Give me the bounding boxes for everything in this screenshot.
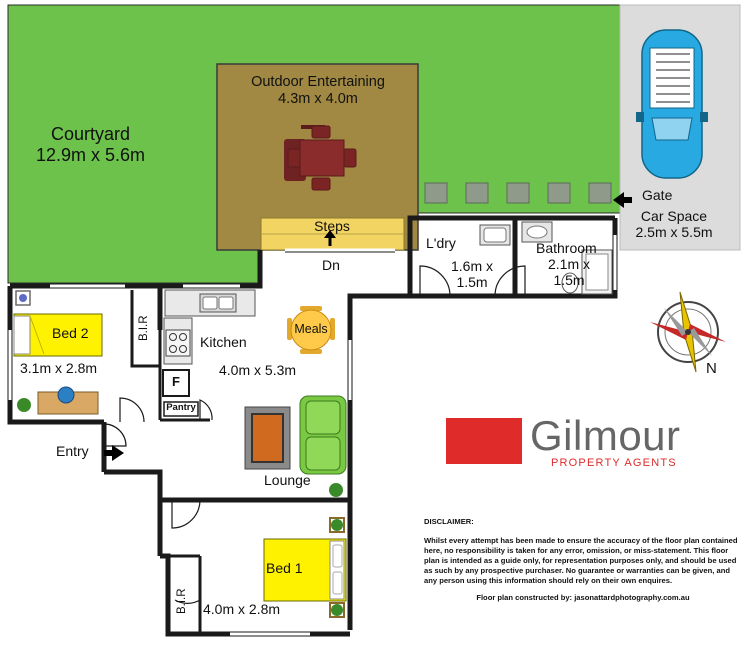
lounge-label: Lounge <box>264 472 311 488</box>
gate-label: Gate <box>642 187 673 203</box>
compass-icon <box>650 291 726 373</box>
windows <box>8 235 617 636</box>
bed-2-name-label: Bed 2 <box>52 325 89 341</box>
steps-label: Steps <box>314 218 350 234</box>
down-label: Dn <box>322 257 340 273</box>
kitchen-name-label: Kitchen <box>200 334 247 350</box>
bed-2-icon <box>13 313 103 357</box>
car-space-label: Car Space 2.5m x 5.5m <box>635 208 713 241</box>
logo-tagline: PROPERTY AGENTS <box>551 457 677 469</box>
gate-arrow-icon <box>613 192 632 208</box>
entry-arrow-icon <box>104 445 124 461</box>
bed-1-name-label: Bed 1 <box>266 560 303 576</box>
plant-icon <box>17 294 343 616</box>
bed-1-size-label: 4.0m x 2.8m <box>203 601 281 617</box>
bed-1-icon <box>263 538 347 602</box>
logo-name: Gilmour <box>530 412 681 459</box>
pantry-label: Pantry <box>166 402 196 413</box>
bathroom-label: Bathroom <box>536 240 597 256</box>
pantry-box <box>163 401 199 417</box>
meals-label: Meals <box>294 322 328 336</box>
bathroom-size-label: 2.1m x 1.5m <box>547 256 590 289</box>
outdoor-entertaining-label: Outdoor Entertaining 4.3m x 4.0m <box>251 74 385 107</box>
pavers <box>424 182 612 204</box>
entry-label: Entry <box>56 443 89 459</box>
bir-top-label: B.I.R <box>138 315 150 341</box>
logo-mark <box>446 418 522 464</box>
outdoor-table-icon <box>284 125 357 191</box>
laundry-name-label: L'dry <box>426 235 456 251</box>
disclaimer: DISCLAIMER: Whilst every attempt has bee… <box>424 517 742 603</box>
house-walls <box>7 215 618 637</box>
bed-2-size-label: 3.1m x 2.8m <box>20 360 98 376</box>
disclaimer-title: DISCLAIMER: <box>424 517 474 526</box>
courtyard-label: Courtyard 12.9m x 5.6m <box>36 124 146 165</box>
disclaimer-credit: Floor plan constructed by: jasonattardph… <box>476 593 690 603</box>
laundry-size-label: 1.6m x 1.5m <box>450 258 493 291</box>
toilet-icon <box>561 272 579 294</box>
disclaimer-body: Whilst every attempt has been made to en… <box>424 536 738 586</box>
sofa-icon <box>299 395 347 475</box>
car-icon <box>636 29 708 179</box>
compass-north-label: N <box>706 360 717 377</box>
kitchen-size-label: 4.0m x 5.3m <box>219 362 297 378</box>
fridge-box <box>162 369 190 397</box>
meals-table-icon <box>287 306 335 354</box>
fridge-label: F <box>172 374 180 389</box>
bir-bottom-label: B.I.R <box>176 588 188 614</box>
cooktop-icon <box>165 329 191 357</box>
doors <box>103 265 526 604</box>
chair-icon <box>57 386 75 404</box>
